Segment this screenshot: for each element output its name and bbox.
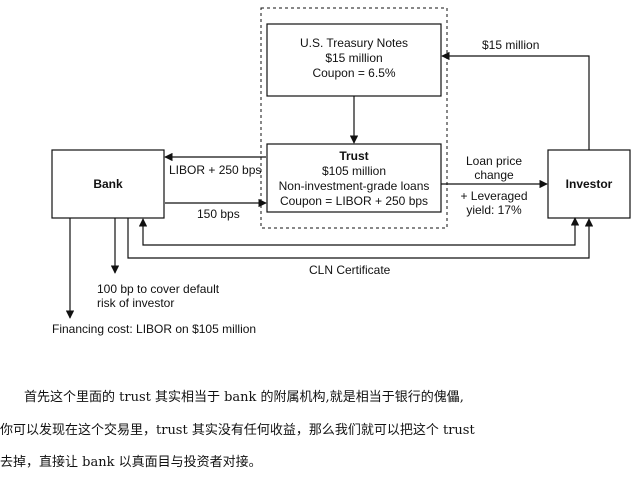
treasury-line1: U.S. Treasury Notes xyxy=(300,36,408,50)
trust-title: Trust xyxy=(339,149,368,163)
label-cln-certificate: CLN Certificate xyxy=(309,263,391,277)
label-default-line1: 100 bp to cover default xyxy=(97,282,220,296)
trust-line2: $105 million xyxy=(322,164,386,178)
treasury-notes-box: U.S. Treasury Notes $15 million Coupon =… xyxy=(266,23,442,97)
trust-box: Trust $105 million Non-investment-grade … xyxy=(266,143,442,213)
paragraph-line-2: 你可以发现在这个交易里，trust 其实没有任何收益，那么我们就可以把这个 tr… xyxy=(0,423,475,438)
trust-line3: Non-investment-grade loans xyxy=(279,179,430,193)
label-financing-cost: Financing cost: LIBOR on $105 million xyxy=(52,322,256,336)
arrow-investor-to-treasury xyxy=(441,51,590,150)
trust-line4: Coupon = LIBOR + 250 bps xyxy=(280,194,428,208)
label-loan-price: Loan price xyxy=(466,154,522,168)
label-150-bps: 150 bps xyxy=(197,207,240,221)
paragraph-line-3: 去掉，直接让 bank 以真面目与投资者对接。 xyxy=(0,455,262,470)
treasury-line3: Coupon = 6.5% xyxy=(312,66,395,80)
label-15-million: $15 million xyxy=(482,38,539,52)
bank-label: Bank xyxy=(93,177,123,191)
credit-linked-note-diagram: U.S. Treasury Notes $15 million Coupon =… xyxy=(51,7,631,336)
label-default-line2: risk of investor xyxy=(97,296,174,310)
bank-box: Bank xyxy=(51,149,165,219)
paragraph-line-1: 首先这个里面的 trust 其实相当于 bank 的附属机构,就是相当于银行的傀… xyxy=(24,390,464,405)
arrow-cln-certificate xyxy=(127,218,594,259)
arrow-bank-investor-upper xyxy=(138,217,580,246)
dashed-enclosure xyxy=(260,7,448,229)
label-leveraged: + Leveraged xyxy=(460,189,527,203)
label-yield: yield: 17% xyxy=(466,203,522,217)
investor-box: Investor xyxy=(547,149,631,219)
investor-label: Investor xyxy=(566,177,613,191)
label-change: change xyxy=(474,168,514,182)
label-libor-250: LIBOR + 250 bps xyxy=(169,163,261,177)
treasury-line2: $15 million xyxy=(325,51,382,65)
